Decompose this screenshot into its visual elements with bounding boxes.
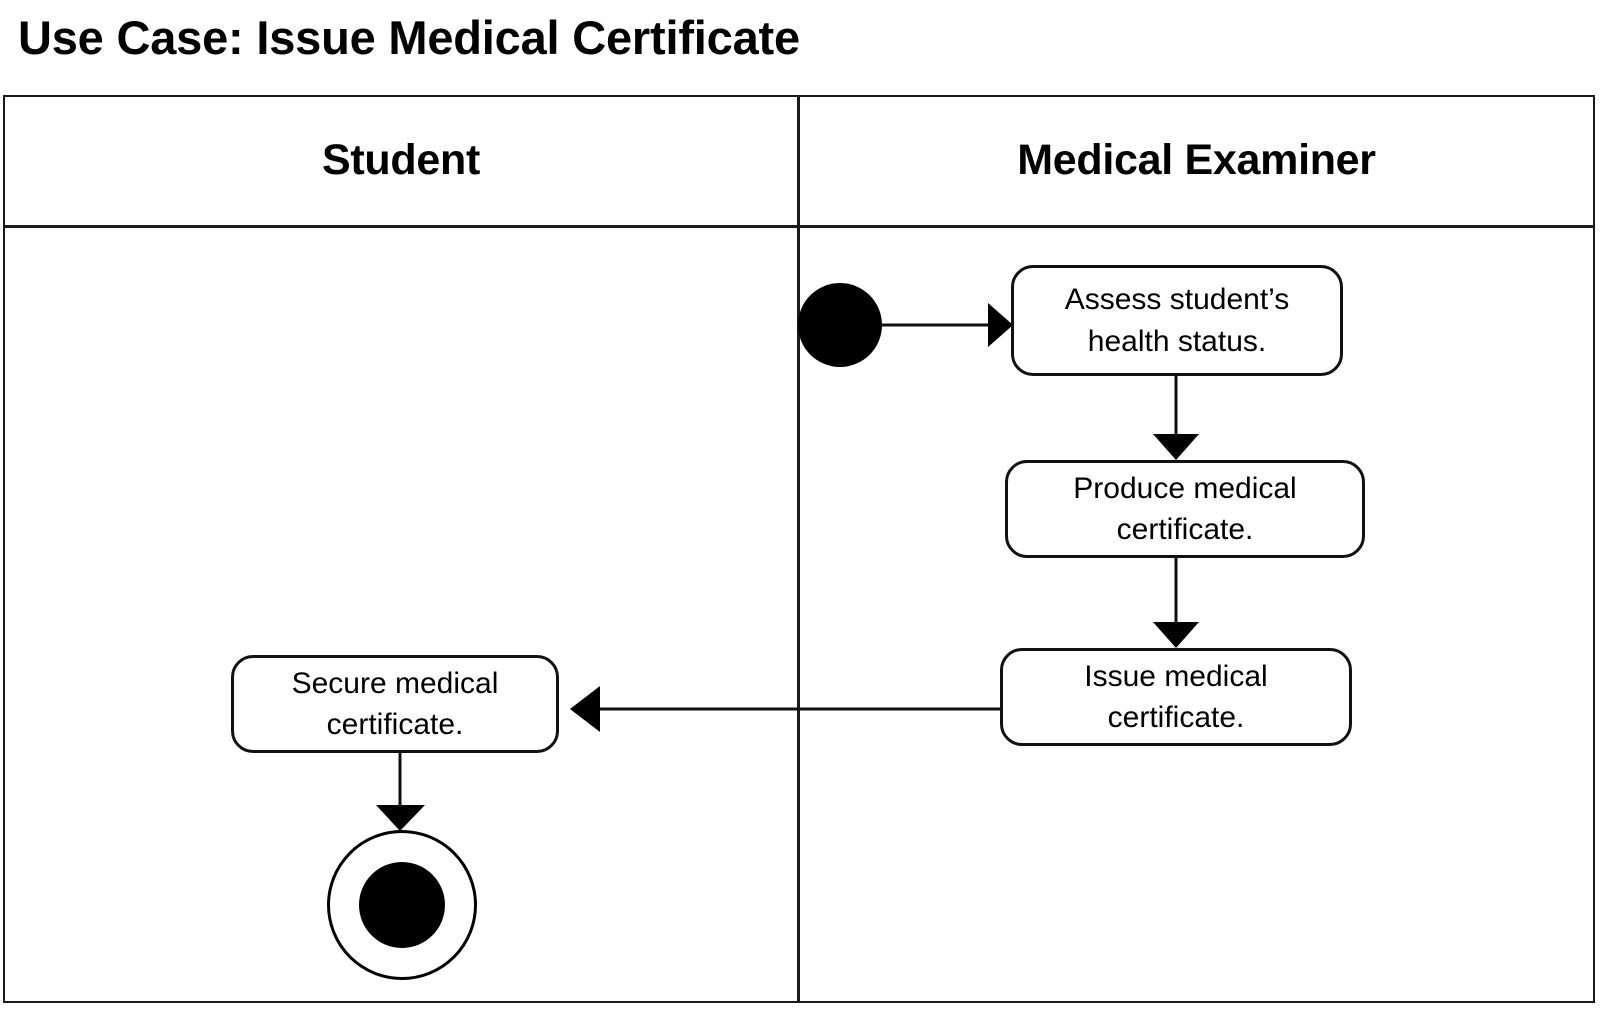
final-node-core [359,862,445,948]
swimlane-header-medical-examiner: Medical Examiner [1017,136,1376,184]
activity-node-produce-certificate[interactable]: Produce medical certificate. [1005,460,1365,558]
page-title: Use Case: Issue Medical Certificate [18,11,800,64]
final-node [327,830,477,980]
activity-node-assess-health-status[interactable]: Assess student’s health status. [1011,265,1343,376]
initial-node [798,283,882,367]
swimlane-header-student: Student [322,136,480,184]
swimlane-divider [797,95,800,1003]
activity-node-issue-certificate[interactable]: Issue medical certificate. [1000,648,1352,746]
activity-node-secure-certificate[interactable]: Secure medical certificate. [231,655,559,753]
